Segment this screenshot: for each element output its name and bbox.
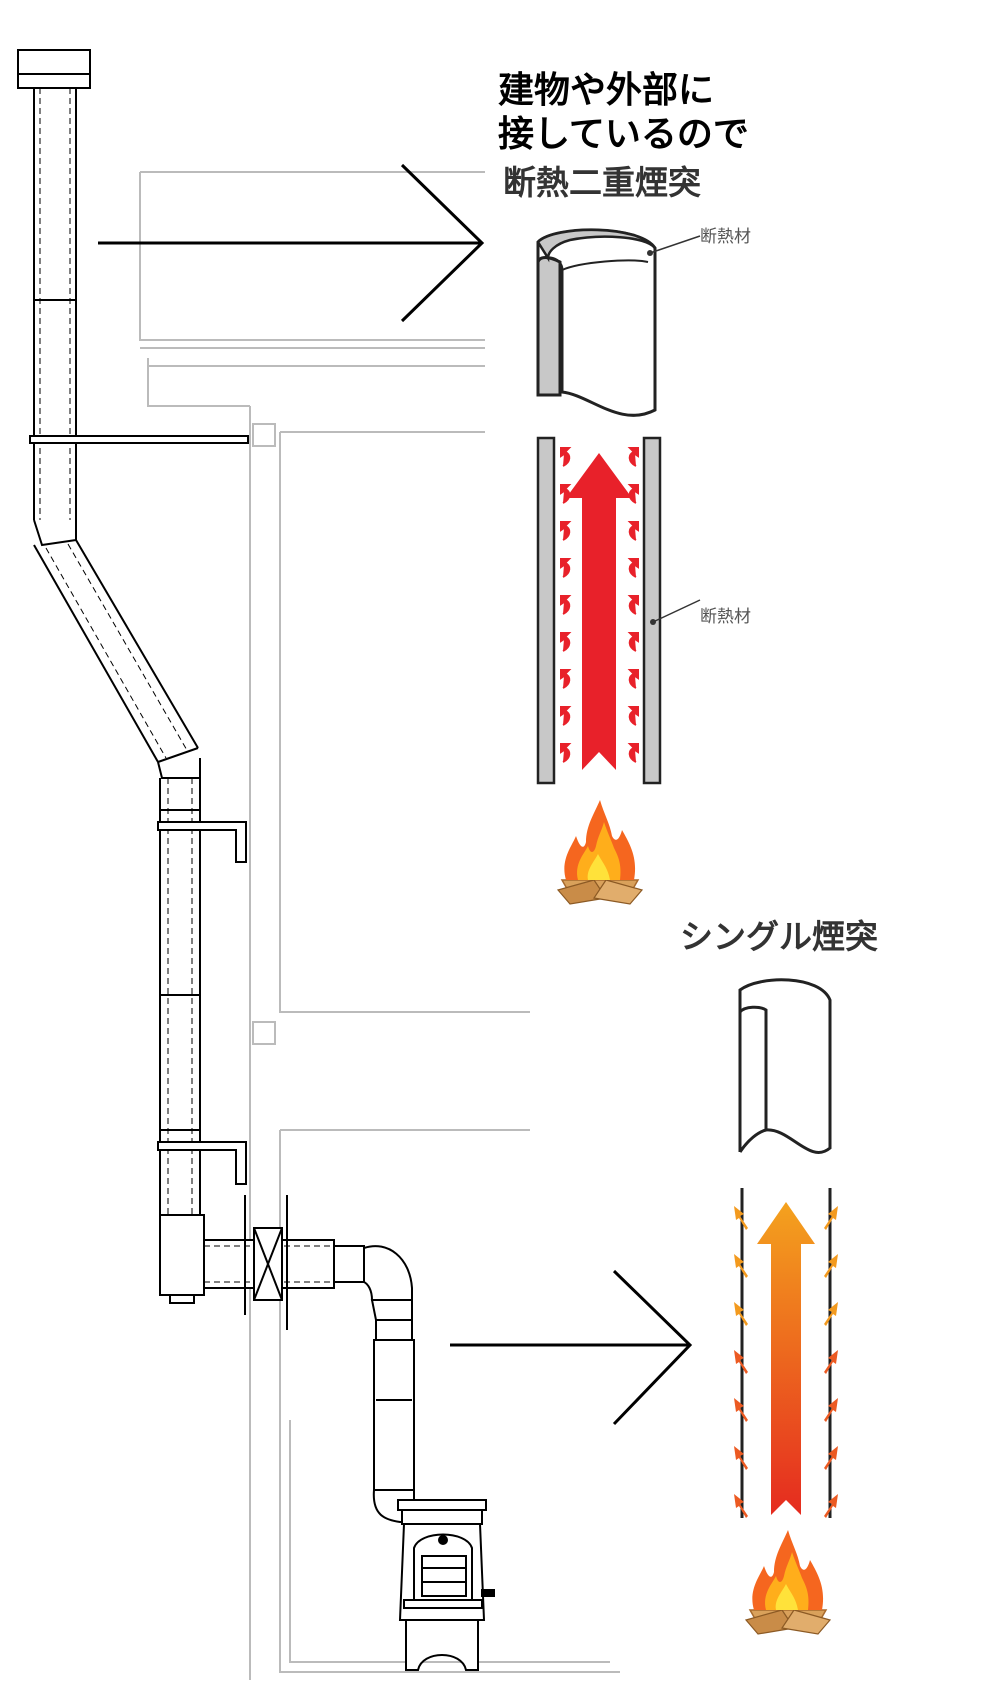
- heat-curl: [560, 558, 572, 578]
- wall-bracket-lower: [157, 1141, 247, 1185]
- heat-curl: [560, 595, 572, 615]
- single-wall-pipe-cutaway: [738, 978, 832, 1154]
- heat-loss-arrows: [734, 1206, 838, 1518]
- heat-loss-arrow: [824, 1494, 838, 1518]
- arrow-to-double-wall: [98, 163, 485, 323]
- rain-cap: [17, 49, 91, 89]
- heat-curl: [627, 521, 639, 541]
- heat-loss-arrow: [734, 1350, 748, 1374]
- insulation-callout-top: 断熱材: [700, 227, 751, 247]
- insulation-callout-mid: 断熱材: [700, 607, 751, 627]
- heat-curl: [560, 484, 572, 504]
- heat-loss-arrow: [824, 1302, 838, 1326]
- heat-curl: [627, 447, 639, 467]
- single-wall-flow: [734, 1188, 838, 1518]
- heat-loss-arrow: [734, 1206, 748, 1230]
- heat-curl: [560, 632, 572, 652]
- heat-curl: [627, 743, 639, 763]
- heat-curl: [627, 632, 639, 652]
- roof-bracket: [29, 435, 249, 444]
- wood-stove: [372, 1489, 495, 1671]
- double-wall-pipe-cutaway: [536, 228, 701, 417]
- heat-curl: [627, 669, 639, 689]
- heat-arrow-red: [566, 453, 632, 770]
- chimney-line-art: [17, 49, 495, 1671]
- heat-loss-arrow: [824, 1398, 838, 1422]
- heat-curl: [627, 484, 639, 504]
- building-outline: [139, 171, 620, 1680]
- chimney-tee: [159, 1214, 205, 1296]
- annotation-line-2: 接しているので: [498, 114, 749, 155]
- heat-loss-arrow: [824, 1446, 838, 1470]
- single-wall-title: シングル煙突: [680, 917, 878, 956]
- arrow-to-single-wall: [450, 1269, 693, 1426]
- heat-curl: [627, 595, 639, 615]
- heat-arrow-gradient: [757, 1202, 815, 1515]
- double-wall-title: 断熱二重煙突: [503, 163, 701, 202]
- heat-loss-arrow: [824, 1254, 838, 1278]
- heat-curl: [560, 447, 572, 467]
- heat-curl: [560, 743, 572, 763]
- heat-curl: [560, 669, 572, 689]
- double-wall-flow: [536, 436, 701, 785]
- heat-loss-arrow: [734, 1254, 748, 1278]
- heat-curl: [560, 706, 572, 726]
- flame-icon-double: [557, 799, 643, 905]
- flame-icon-single: [745, 1529, 831, 1635]
- heat-curl: [627, 706, 639, 726]
- heat-loss-arrow: [824, 1206, 838, 1230]
- heat-loss-arrow: [824, 1350, 838, 1374]
- heat-loss-arrow: [734, 1494, 748, 1518]
- heat-curls-red: [560, 447, 639, 763]
- heat-curl: [560, 521, 572, 541]
- heat-loss-arrow: [734, 1302, 748, 1326]
- wall-bracket-upper: [157, 821, 247, 863]
- heat-loss-arrow: [734, 1446, 748, 1470]
- annotation-line-1: 建物や外部に: [498, 70, 714, 111]
- heat-loss-arrow: [734, 1398, 748, 1422]
- heat-curl: [627, 558, 639, 578]
